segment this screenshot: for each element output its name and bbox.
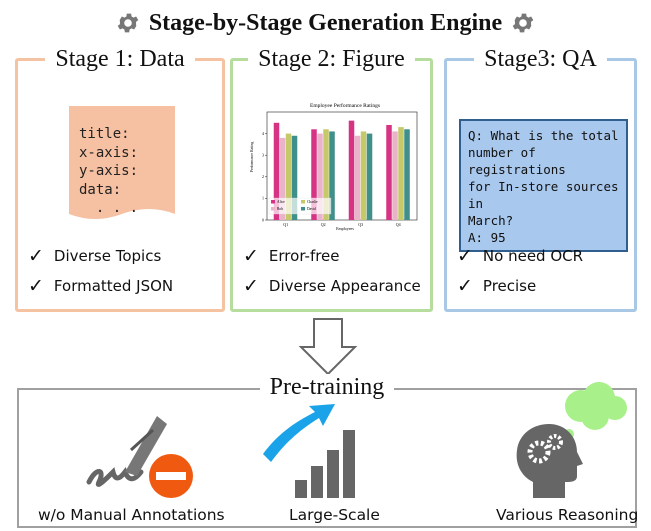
diagram-title: Stage-by-Stage Generation Engine (0, 6, 651, 40)
stage-3-panel: Stage3: QA Q: What is the total number o… (444, 46, 637, 312)
y-tick-label: 3 (262, 153, 264, 158)
doc-line: data: (79, 181, 122, 198)
bar (348, 120, 355, 220)
check-icon: ✓ (457, 275, 473, 297)
feature-label: Various Reasoning (496, 506, 639, 524)
feature-label: w/o Manual Annotations (38, 506, 225, 524)
legend-label: David (307, 207, 316, 211)
legend-label: Alice (277, 200, 285, 204)
x-tick-label: Q3 (358, 222, 363, 227)
plot-frame (266, 111, 418, 221)
title-text: Stage-by-Stage Generation Engine (148, 9, 503, 36)
x-tick-label: Q2 (321, 222, 326, 227)
check-icon: ✓ (243, 245, 259, 267)
check-item: ✓ Precise (457, 275, 536, 297)
y-tick-label: 2 (262, 174, 264, 179)
bar (366, 133, 373, 220)
check-label: Diverse Topics (53, 247, 162, 265)
doc-line: y-axis: (79, 163, 139, 179)
qa-box: Q: What is the total number of registrat… (459, 119, 628, 252)
check-label: Formatted JSON (53, 277, 174, 295)
y-tick-label: 1 (262, 196, 264, 201)
bar (273, 122, 280, 220)
bar (291, 135, 298, 220)
y-tick-label: 4 (262, 131, 264, 136)
check-item: ✓ Diverse Appearance (243, 275, 421, 297)
doc-line: . . . (79, 200, 139, 216)
bar (360, 131, 367, 220)
thought-cloud-icon (558, 382, 627, 447)
check-icon: ✓ (243, 275, 259, 297)
legend-label: Charlie (307, 200, 318, 204)
legend-swatch (301, 200, 305, 204)
legend-swatch (271, 207, 275, 211)
check-icon: ✓ (28, 275, 44, 297)
bar (317, 133, 323, 220)
stage-2-panel: Stage 2: Figure Employee Performance Rat… (230, 46, 433, 312)
legend-label: Bob (277, 207, 283, 211)
bar-chart: Employee Performance Ratings Performance… (250, 102, 418, 231)
stage-2-title: Stage 2: Figure (248, 46, 415, 72)
chart-title: Employee Performance Ratings (310, 102, 380, 109)
stage-1-panel: Stage 1: Data title: x-axis: y-axis: data: … (15, 46, 225, 312)
x-tick-label: Q4 (396, 222, 401, 227)
document-icon (69, 106, 175, 219)
pretraining-title: Pre-training (259, 374, 395, 400)
qa-line: A: 95 (468, 230, 506, 245)
check-item: ✓ Formatted JSON (28, 275, 173, 297)
growth-bars-icon (263, 404, 355, 498)
check-icon: ✓ (28, 245, 44, 267)
bar (279, 137, 286, 220)
bar (404, 129, 410, 220)
qa-line: Q: What is the total (468, 128, 619, 143)
check-item: ✓ Diverse Topics (28, 245, 161, 267)
gear-icon (117, 13, 139, 33)
gear-icon (512, 13, 534, 33)
chart-ylabel: Performance Rating (250, 142, 254, 173)
check-item: ✓ Error-free (243, 245, 340, 267)
head-gears-icon (516, 382, 627, 498)
pretraining-panel: Pre-training w/o Manual Annotations Larg… (17, 374, 639, 528)
chart-xlabel: Employees (336, 226, 354, 231)
legend-swatch (301, 207, 305, 211)
qa-line: number of registrations (468, 145, 566, 177)
doc-line: x-axis: (79, 144, 139, 161)
legend-box (268, 197, 332, 215)
doc-line: title: (79, 126, 130, 142)
check-icon: ✓ (457, 245, 473, 267)
signature-pen-icon (86, 416, 193, 498)
check-label: No need OCR (482, 247, 584, 265)
bar (311, 129, 317, 220)
qa-line: March? (468, 213, 514, 228)
legend-swatch (271, 200, 275, 204)
down-arrow-icon (298, 318, 358, 376)
check-label: Precise (482, 277, 537, 295)
check-label: Diverse Appearance (268, 277, 421, 295)
bar (354, 135, 361, 220)
bar (386, 124, 392, 220)
stage-3-title: Stage3: QA (474, 46, 607, 72)
bar (323, 129, 329, 220)
bar (329, 131, 335, 220)
y-tick-label: 0 (262, 217, 264, 222)
check-label: Error-free (268, 247, 340, 265)
x-tick-label: Q1 (283, 222, 288, 227)
bar (392, 131, 398, 220)
bar (398, 127, 404, 220)
stage-1-title: Stage 1: Data (45, 46, 195, 72)
check-item: ✓ No need OCR (457, 245, 583, 267)
feature-label: Large-Scale (289, 506, 380, 524)
bar (285, 133, 292, 220)
json-template: title: x-axis: y-axis: data: . . . (79, 125, 138, 218)
qa-line: for In-store sources in (468, 179, 619, 211)
